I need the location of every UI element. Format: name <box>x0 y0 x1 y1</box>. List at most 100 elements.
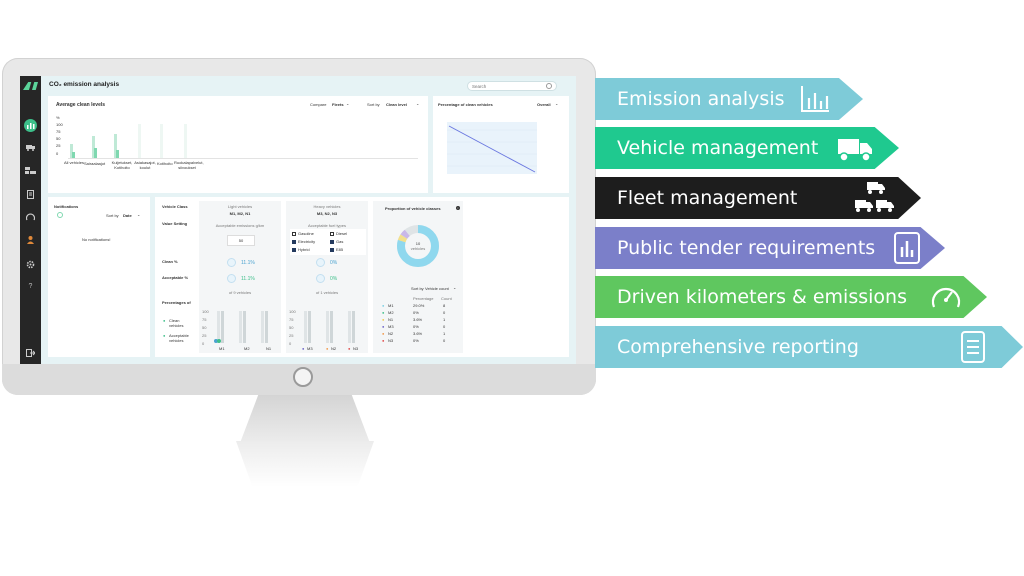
fleet-icon[interactable] <box>25 167 36 175</box>
sort-label: Sort by <box>106 213 119 218</box>
mini-bar <box>265 311 268 343</box>
light-acceptable-value: 11.1% <box>241 276 255 282</box>
empty-notifications: No notifications! <box>82 237 111 242</box>
fuel-label: E85 <box>336 247 344 252</box>
row-pct: 0% <box>413 338 419 343</box>
feature-driven-kilometers: Driven kilometers & emissions <box>595 276 987 318</box>
checkbox[interactable] <box>330 231 334 236</box>
heavy-clean-value: 0% <box>330 260 338 266</box>
axis-label: M3 <box>307 346 313 351</box>
panel-title: Average clean levels <box>56 102 106 108</box>
mini-tick: 25 <box>289 333 294 338</box>
legend-clean: Clean vehicles <box>169 318 184 328</box>
gear-icon[interactable] <box>26 260 35 269</box>
y-tick: 25 <box>56 143 61 148</box>
clean-pct-label: Clean % <box>162 259 178 264</box>
sidebar: ? <box>20 76 41 364</box>
row-count: 1 <box>443 331 446 336</box>
row-class: M3 <box>388 324 394 329</box>
panel-title: Percentage of clean vehicles <box>438 102 493 107</box>
legend-dot: ● <box>302 346 305 351</box>
vehicle-class-label: Vehicle Class <box>162 204 188 209</box>
mini-bar <box>221 311 224 343</box>
sort-dropdown[interactable]: Vehicle count <box>425 286 449 291</box>
feature-label: Public tender requirements <box>617 237 876 259</box>
mini-bar <box>348 311 351 343</box>
gauge-icon[interactable] <box>26 213 35 221</box>
tablet-chart-icon <box>894 232 920 264</box>
overall-dropdown[interactable]: Overall <box>537 102 551 107</box>
row-count: 8 <box>443 303 446 308</box>
feature-fleet-management: Fleet management <box>595 177 921 219</box>
donut-chart <box>397 225 439 267</box>
fuel-option[interactable]: Diesel <box>330 231 347 236</box>
chart-bar <box>70 144 73 158</box>
fuel-label: Diesel <box>336 231 348 236</box>
legend-dot: ● <box>348 346 351 351</box>
feature-label: Fleet management <box>617 187 798 209</box>
col-header: Count <box>441 296 452 301</box>
fuel-type-list: Gasoline Diesel Electricity Gas Hybrid E… <box>290 229 366 255</box>
checkbox[interactable] <box>292 239 296 244</box>
light-heading: Light vehicles <box>227 204 253 209</box>
truck-icon[interactable] <box>26 144 35 151</box>
row-class: M2 <box>388 310 394 315</box>
help-icon[interactable]: ? <box>28 283 33 290</box>
search-input[interactable] <box>472 82 542 90</box>
light-vehicles-card: Light vehicles M1, M2, N1 Acceptable emi… <box>199 201 281 353</box>
mini-tick: 50 <box>289 325 294 330</box>
row-dot: ● <box>382 303 385 308</box>
row-count: 0 <box>443 338 446 343</box>
chart-bar <box>114 134 117 158</box>
light-mini-chart <box>213 311 277 343</box>
checkbox[interactable] <box>330 239 334 244</box>
emission-value: 50 <box>238 238 244 243</box>
legend-dot: ● <box>326 346 329 351</box>
sort-dropdown[interactable]: Date <box>123 213 132 218</box>
row-dot: ● <box>382 310 385 315</box>
fuel-option[interactable]: E85 <box>330 247 343 252</box>
compare-label: Compare <box>310 102 327 107</box>
mini-bar <box>239 311 242 343</box>
heavy-acceptable-value: 0% <box>330 276 338 282</box>
sort-label: Sort by <box>411 286 424 291</box>
chart-bar <box>138 124 141 158</box>
fuel-option[interactable]: Electricity <box>292 239 315 244</box>
logout-icon[interactable] <box>26 349 35 357</box>
user-icon[interactable] <box>26 235 35 244</box>
checkbox[interactable] <box>292 231 296 236</box>
fuel-option[interactable]: Gas <box>330 239 343 244</box>
chevron-down-icon: ⌄ <box>453 285 457 290</box>
legend-dot: ● <box>163 333 166 338</box>
search-icon <box>546 83 552 89</box>
legend-acceptable: Acceptable vehicles <box>169 333 189 343</box>
sort-dropdown[interactable]: Clean level <box>386 102 407 107</box>
count-caption: of 1 vehicles <box>315 290 339 295</box>
percentages-of-label: Percentages of <box>162 300 191 305</box>
chart-icon <box>27 123 35 129</box>
row-class: N3 <box>388 338 394 343</box>
mini-bar <box>243 311 246 343</box>
checkbox[interactable] <box>330 247 334 252</box>
y-tick: 50 <box>56 136 61 141</box>
app-screen: ? CO₂ emission analysis Average clean le… <box>20 76 576 364</box>
chevron-down-icon: ⌄ <box>137 212 141 217</box>
clean-icon <box>316 258 325 267</box>
search-box[interactable] <box>467 81 557 91</box>
fuel-option[interactable]: Hybrid <box>292 247 310 252</box>
checkbox[interactable] <box>292 247 296 252</box>
axis-label: N2 <box>331 346 337 351</box>
document-icon[interactable] <box>27 190 34 199</box>
gauge-icon <box>931 287 961 308</box>
y-axis-unit: % <box>56 115 60 120</box>
setting-caption: Acceptable emissions g/km <box>215 223 265 228</box>
mini-tick: 100 <box>202 309 209 314</box>
row-dot: ● <box>382 331 385 336</box>
mini-tick: 0 <box>289 341 292 346</box>
fuel-option[interactable]: Gasoline <box>292 231 314 236</box>
info-icon[interactable]: i <box>456 206 460 210</box>
notification-toggle[interactable] <box>57 212 63 218</box>
mini-bar <box>308 311 311 343</box>
compare-dropdown[interactable]: Fleets <box>332 102 344 107</box>
emission-value-input[interactable]: 50 <box>227 235 255 246</box>
